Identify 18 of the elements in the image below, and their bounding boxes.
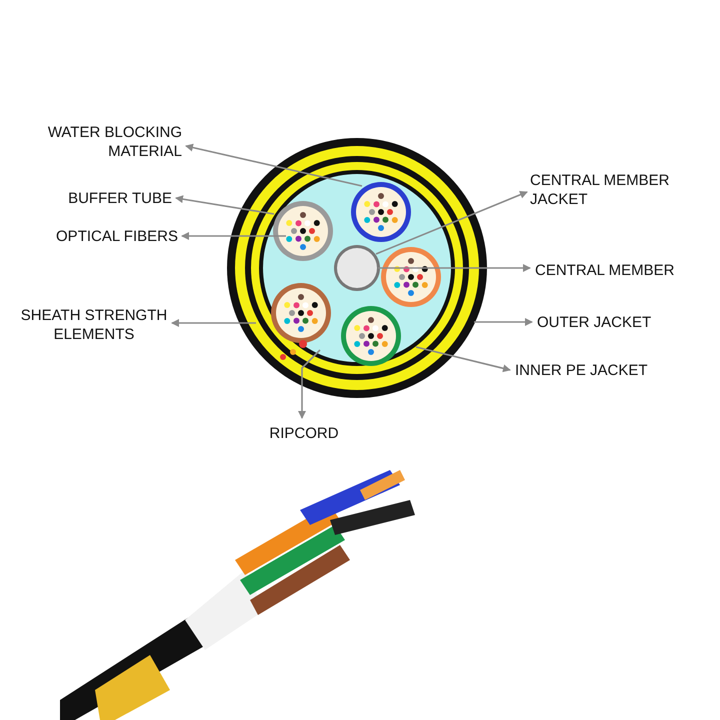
leader-line [181,232,286,240]
leader-line [378,264,531,272]
part-label: CENTRAL MEMBER [535,261,685,280]
part-label: INNER PE JACKET [515,361,665,380]
leader-line [376,190,528,255]
part-label: OUTER JACKET [537,313,667,332]
part-label: BUFFER TUBE [60,189,172,208]
part-label: WATER BLOCKING MATERIAL [40,123,182,161]
leader-line [416,346,511,372]
part-label: SHEATH STRENGTH ELEMENTS [20,306,168,344]
part-label: RIPCORD [266,424,342,443]
part-label: OPTICAL FIBERS [50,227,178,246]
leader-line [185,144,362,187]
leader-line [175,195,274,215]
leader-line [298,349,321,419]
part-label: CENTRAL MEMBER JACKET [530,171,700,209]
leader-line [474,318,533,326]
leader-line [171,319,256,327]
